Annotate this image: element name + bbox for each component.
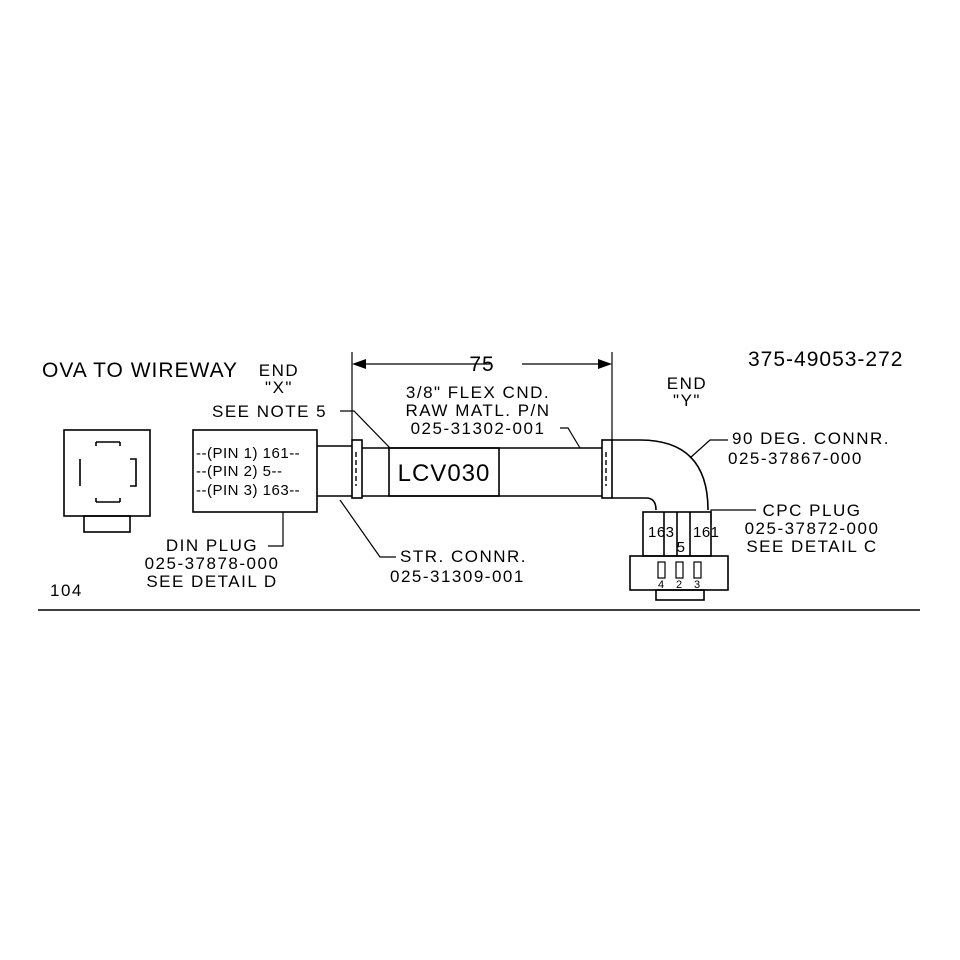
cpc-plug-label-line2: 025-37872-000 [745, 519, 880, 538]
dimension-75-value: 75 [469, 353, 494, 376]
cpc-wires [642, 511, 712, 557]
din-plug-label-line1: DIN PLUG [166, 536, 258, 555]
conduit-tag: LCV030 [398, 460, 491, 487]
str-connr-leader [339, 499, 396, 558]
cpc-pin-number-4: 4 [658, 579, 664, 591]
deg-connr-label-line2: 025-37867-000 [728, 449, 863, 468]
cpc-pin-number-3: 3 [694, 579, 700, 591]
end-y-label-line1: END [667, 374, 707, 393]
cpc-plug-body [629, 555, 729, 601]
deg-connr-label-line1: 90 DEG. CONNR. [732, 429, 890, 448]
conduit-label-line2: RAW MATL. P/N [405, 401, 550, 420]
end-y-label-line2: "Y" [673, 391, 701, 410]
cpc-plug-label-line1: CPC PLUG [763, 501, 862, 520]
connector-face-view [63, 429, 151, 533]
cpc-wire-label-163: 163 [648, 524, 675, 541]
cpc-wire-label-5: 5 [677, 539, 686, 556]
deg-connr-leader [689, 439, 728, 459]
sheet-id: 104 [50, 581, 83, 600]
din-plug-label-line2: 025-37878-000 [145, 554, 280, 573]
end-x-label-line1: END [259, 361, 299, 380]
din-pin-1-label: --(PIN 1) 161-- [196, 445, 300, 462]
drawing-title: OVA TO WIREWAY [42, 359, 238, 382]
din-pin-3-label: --(PIN 3) 163-- [196, 482, 300, 499]
conduit-label-line3: 025-31302-001 [411, 419, 546, 438]
din-plug-body [192, 429, 352, 513]
cpc-wire-label-161: 161 [693, 524, 720, 541]
part-number: 375-49053-272 [748, 348, 903, 371]
din-pin-2-label: --(PIN 2) 5-- [196, 463, 283, 480]
cpc-plug-label-line3: SEE DETAIL C [746, 537, 877, 556]
see-note-5: SEE NOTE 5 [212, 402, 327, 421]
str-connr-label-line1: STR. CONNR. [400, 547, 527, 566]
conduit-leader [560, 427, 581, 449]
din-plug-leader [268, 512, 284, 547]
conduit-label-line1: 3/8" FLEX CND. [406, 383, 550, 402]
end-x-label-line2: "X" [265, 378, 293, 397]
cpc-pin-number-2: 2 [676, 579, 682, 591]
dimension-75 [351, 352, 613, 440]
str-connr-label-line2: 025-31309-001 [390, 567, 525, 586]
din-plug-label-line3: SEE DETAIL D [146, 572, 277, 591]
see-note-leader [340, 410, 391, 449]
straight-connector [351, 439, 363, 499]
cpc-plug-leader [710, 509, 756, 524]
flex-conduit [362, 447, 602, 497]
ninety-degree-connector [601, 439, 709, 511]
